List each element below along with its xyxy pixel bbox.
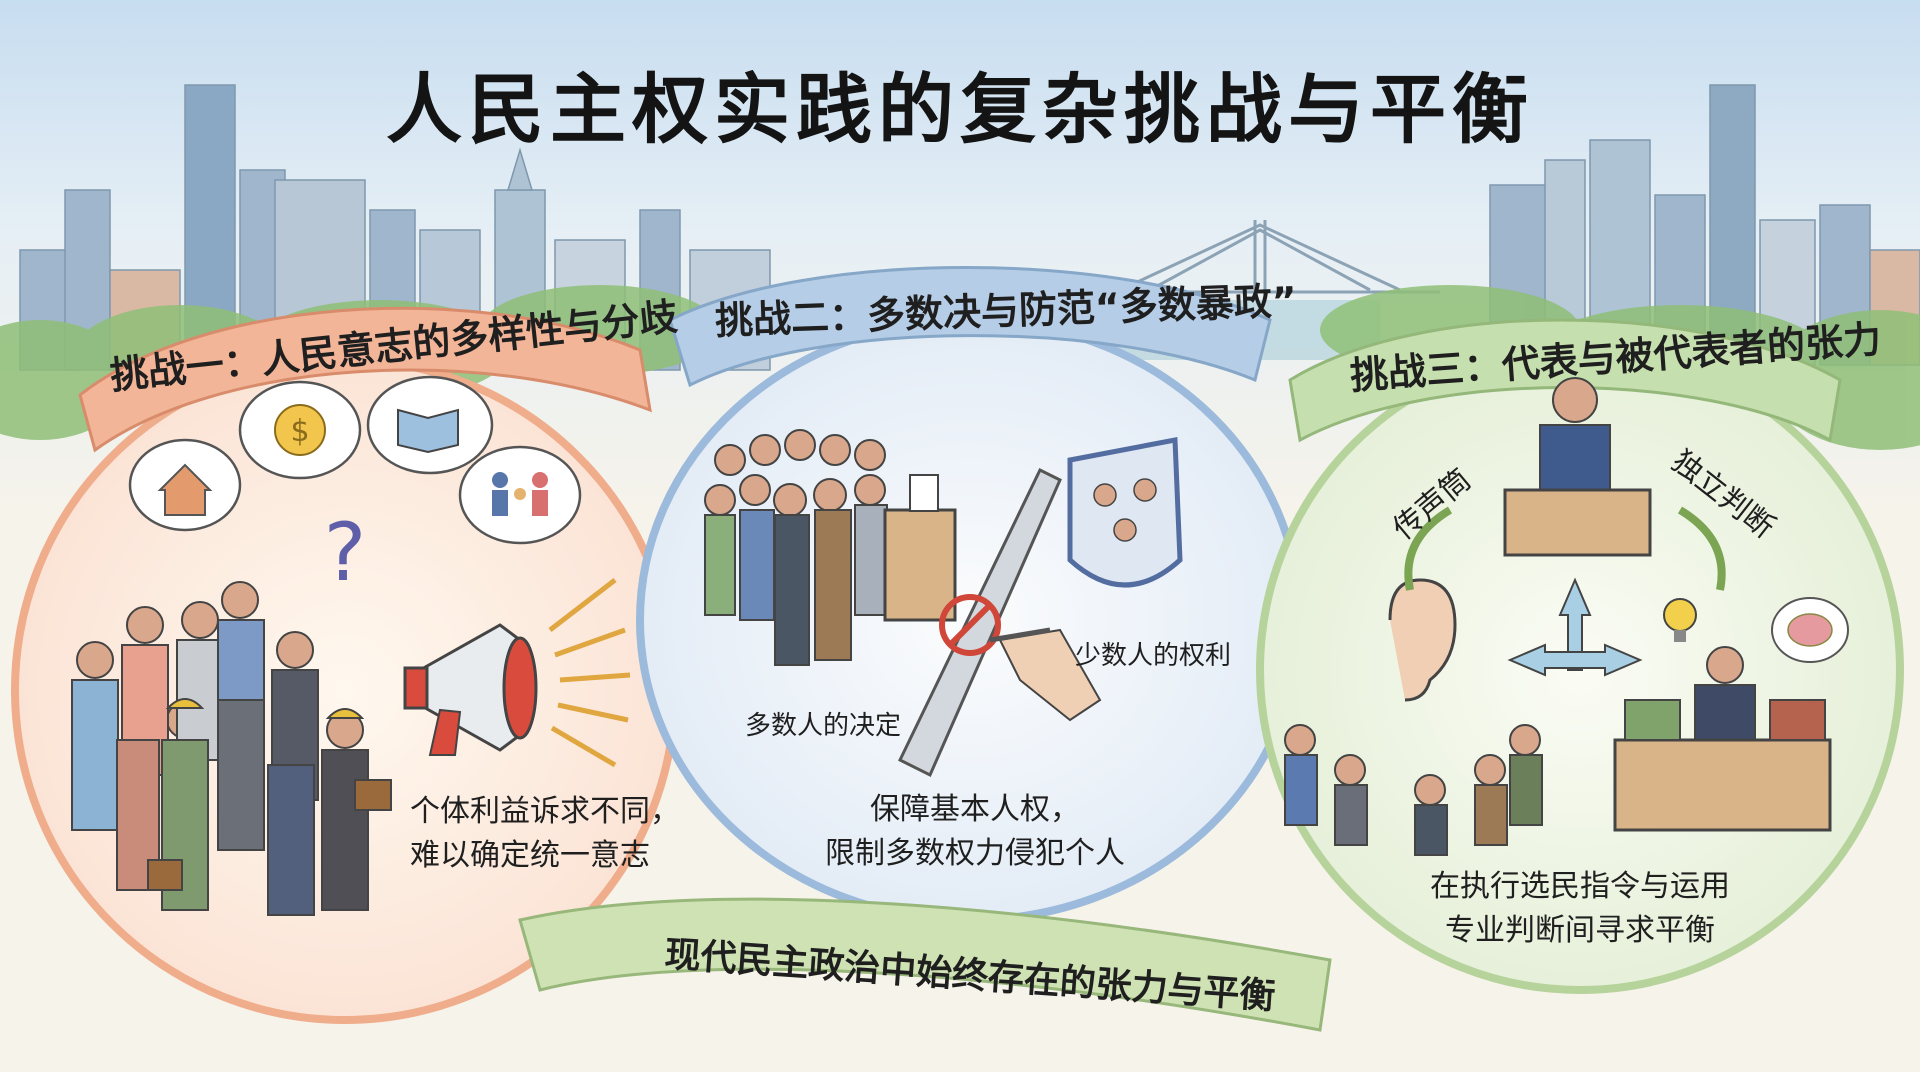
brain-icon bbox=[1771, 597, 1849, 663]
lightbulb-icon bbox=[1663, 598, 1697, 642]
thought-bubbles: $ ? bbox=[128, 375, 582, 599]
svg-text:?: ? bbox=[324, 506, 366, 599]
challenge3-caption-line1: 在执行选民指令与运用 bbox=[1430, 869, 1730, 904]
shield-icon bbox=[1067, 437, 1183, 588]
page-title: 人民主权实践的复杂挑战与平衡 bbox=[386, 65, 1534, 154]
svg-text:$: $ bbox=[290, 414, 309, 449]
ballot-box bbox=[883, 508, 957, 622]
ribbon-challenge1 bbox=[78, 306, 652, 453]
crowd-challenge2 bbox=[704, 429, 888, 666]
challenge2-caption-line2: 限制多数权力侵犯个人 bbox=[825, 836, 1125, 871]
green-curved-arrows bbox=[1404, 506, 1726, 591]
no-sign-icon bbox=[939, 594, 1001, 656]
crowd-challenge3 bbox=[1284, 724, 1543, 856]
representative-at-podium bbox=[1503, 377, 1652, 557]
barrier-wall bbox=[898, 467, 1062, 778]
ribbon-footer bbox=[518, 897, 1332, 1032]
label-majority-decision: 多数人的决定 bbox=[745, 711, 902, 741]
challenge2-caption-line1: 保障基本人权， bbox=[870, 792, 1080, 827]
challenge3-caption-line2: 专业判断间寻求平衡 bbox=[1445, 913, 1715, 948]
challenge1-caption: 个体利益诉求不同， 难以确定统一意志 bbox=[410, 790, 680, 878]
challenge2-caption: 保障基本人权， 限制多数权力侵犯个人 bbox=[810, 788, 1140, 876]
shield-people bbox=[1093, 478, 1157, 542]
ribbon-challenge2 bbox=[668, 266, 1272, 388]
sound-arrows bbox=[548, 578, 631, 768]
label-minority-rights: 少数人的权利 bbox=[1075, 641, 1232, 671]
megaphone-icon bbox=[403, 623, 538, 756]
expert-at-desk bbox=[1613, 646, 1832, 832]
crowd-challenge1 bbox=[71, 581, 392, 916]
challenge1-caption-line2: 难以确定统一意志 bbox=[410, 838, 650, 873]
direction-arrows bbox=[1507, 577, 1643, 677]
challenge1-caption-line1: 个体利益诉求不同， bbox=[410, 794, 680, 829]
challenge3-caption: 在执行选民指令与运用 专业判断间寻求平衡 bbox=[1410, 865, 1750, 953]
